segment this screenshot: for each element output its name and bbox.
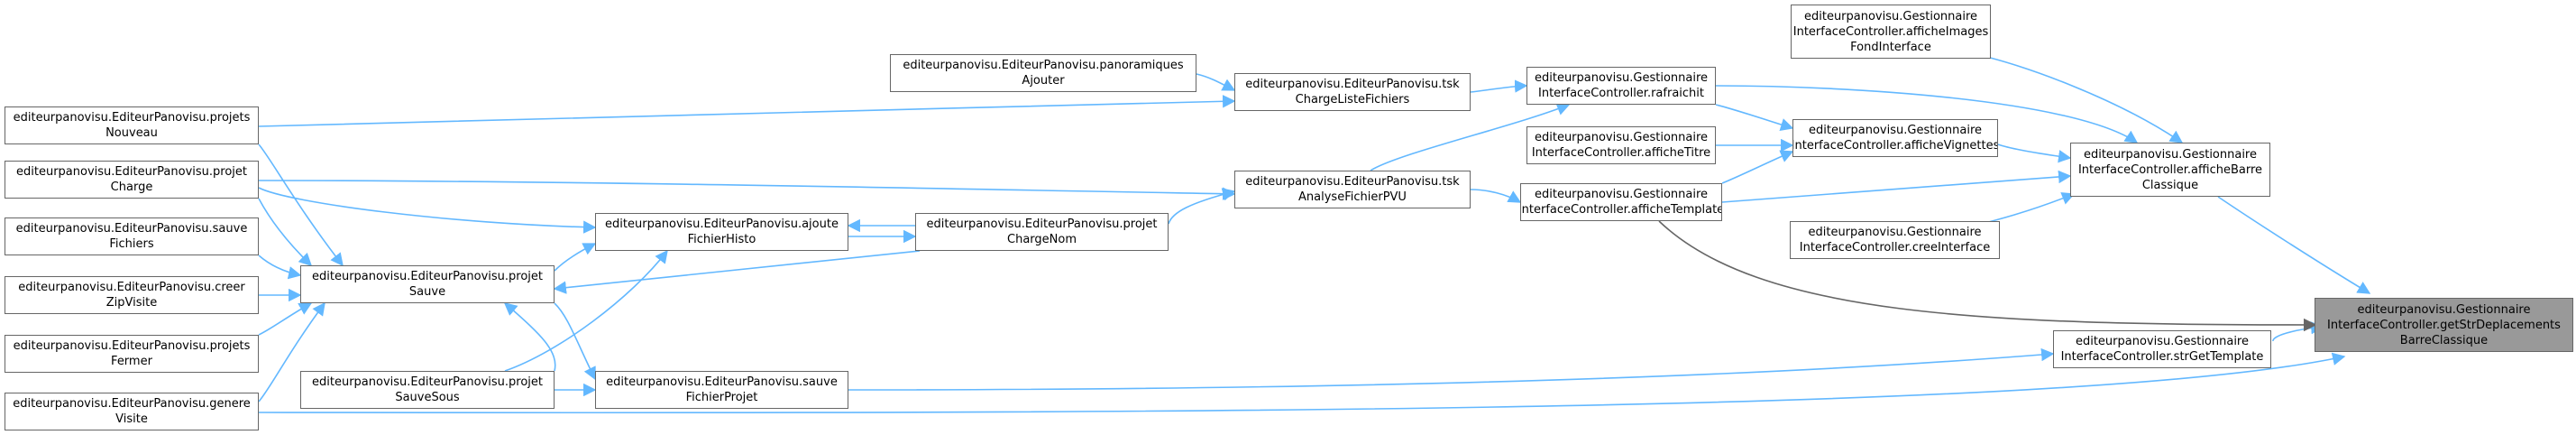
node-projetsnouveau[interactable]: editeurpanovisu.EditeurPanovisu.projets … bbox=[5, 106, 259, 144]
node-affichevignettes[interactable]: editeurpanovisu.Gestionnaire InterfaceCo… bbox=[1792, 119, 1998, 157]
edge-templ-barre bbox=[1721, 170, 2072, 203]
node-sauvefichierprojet[interactable]: editeurpanovisu.EditeurPanovisu.sauve Fi… bbox=[595, 371, 848, 409]
node-affichetitre[interactable]: editeurpanovisu.Gestionnaire InterfaceCo… bbox=[1526, 126, 1716, 164]
node-projetsfermer[interactable]: editeurpanovisu.EditeurPanovisu.projets … bbox=[5, 335, 259, 373]
node-affichebarreclassique[interactable]: editeurpanovisu.Gestionnaire InterfaceCo… bbox=[2070, 143, 2270, 197]
edge-tskanal-rafr bbox=[1370, 103, 1571, 171]
edge-tskcharge-rafr bbox=[1470, 79, 1528, 93]
edge-templ-root bbox=[1658, 220, 2317, 332]
edge-rafr-barre bbox=[1715, 85, 2139, 143]
edge-pcharge-tskanal bbox=[258, 180, 1236, 200]
edge-psauve-pcharge bbox=[258, 198, 313, 267]
node-creerzipvisite[interactable]: editeurpanovisu.EditeurPanovisu.creer Zi… bbox=[5, 276, 259, 314]
edge-psauve-chnom bbox=[553, 250, 921, 294]
node-panoramiquesajouter[interactable]: editeurpanovisu.EditeurPanovisu.panorami… bbox=[890, 54, 1196, 92]
node-affichetemplate[interactable]: editeurpanovisu.Gestionnaire InterfaceCo… bbox=[1520, 183, 1722, 221]
edge-barre-root bbox=[2217, 196, 2371, 294]
node-generevisite[interactable]: editeurpanovisu.EditeurPanovisu.genere V… bbox=[5, 393, 259, 430]
edge-pano-tskcharge bbox=[1196, 73, 1236, 91]
edge-images-barre bbox=[1974, 53, 2184, 143]
node-rafraichit[interactable]: editeurpanovisu.Gestionnaire InterfaceCo… bbox=[1526, 67, 1716, 105]
node-projetcharge[interactable]: editeurpanovisu.EditeurPanovisu.projet C… bbox=[5, 161, 259, 199]
node-tskanalysefichierpvu[interactable]: editeurpanovisu.EditeurPanovisu.tsk Anal… bbox=[1234, 171, 1471, 208]
edge-psauve-sfich bbox=[258, 255, 302, 280]
edge-layer bbox=[258, 53, 2371, 414]
edge-nouveau-tskcharge bbox=[258, 95, 1236, 127]
edge-psauve-genere bbox=[258, 301, 325, 403]
node-projetsauve[interactable]: editeurpanovisu.EditeurPanovisu.projet S… bbox=[300, 265, 555, 303]
node-projetchargenom[interactable]: editeurpanovisu.EditeurPanovisu.projet C… bbox=[915, 213, 1169, 251]
node-getstrdeplacementsbarreclassique[interactable]: editeurpanovisu.Gestionnaire InterfaceCo… bbox=[2315, 298, 2573, 352]
edge-rafr-vign bbox=[1715, 104, 1794, 131]
edge-psauve-fermer bbox=[258, 302, 313, 336]
edge-ajoute-psauve bbox=[554, 243, 597, 272]
node-projetsauvesous[interactable]: editeurpanovisu.EditeurPanovisu.projet S… bbox=[300, 371, 555, 409]
edge-tskanal-templ bbox=[1470, 189, 1522, 203]
edge-ajoute-psous bbox=[504, 249, 668, 372]
node-strgettemplate[interactable]: editeurpanovisu.Gestionnaire InterfaceCo… bbox=[2053, 330, 2271, 368]
edge-vign-barre bbox=[1997, 143, 2072, 163]
edge-psauve-nouveau bbox=[258, 143, 344, 267]
edge-sauvefp-psauve bbox=[554, 302, 596, 381]
node-creeinterface[interactable]: editeurpanovisu.Gestionnaire InterfaceCo… bbox=[1790, 221, 2000, 259]
edge-genere-root bbox=[258, 352, 2346, 414]
edge-chnom-tskanal bbox=[1168, 188, 1236, 225]
node-afficheimagesfondinterface[interactable]: editeurpanovisu.Gestionnaire InterfaceCo… bbox=[1791, 5, 1991, 59]
edge-templ-vign bbox=[1721, 150, 1794, 184]
edge-sauvefp-str bbox=[848, 347, 2055, 391]
node-sauvefichiers[interactable]: editeurpanovisu.EditeurPanovisu.sauve Fi… bbox=[5, 218, 259, 255]
node-ajoutefichierhisto[interactable]: editeurpanovisu.EditeurPanovisu.ajoute F… bbox=[595, 213, 848, 251]
edge-psous-psauve bbox=[503, 302, 556, 372]
node-tskchargelistefichiers[interactable]: editeurpanovisu.EditeurPanovisu.tsk Char… bbox=[1234, 73, 1471, 111]
edge-ajoute-pcharge bbox=[258, 187, 597, 234]
